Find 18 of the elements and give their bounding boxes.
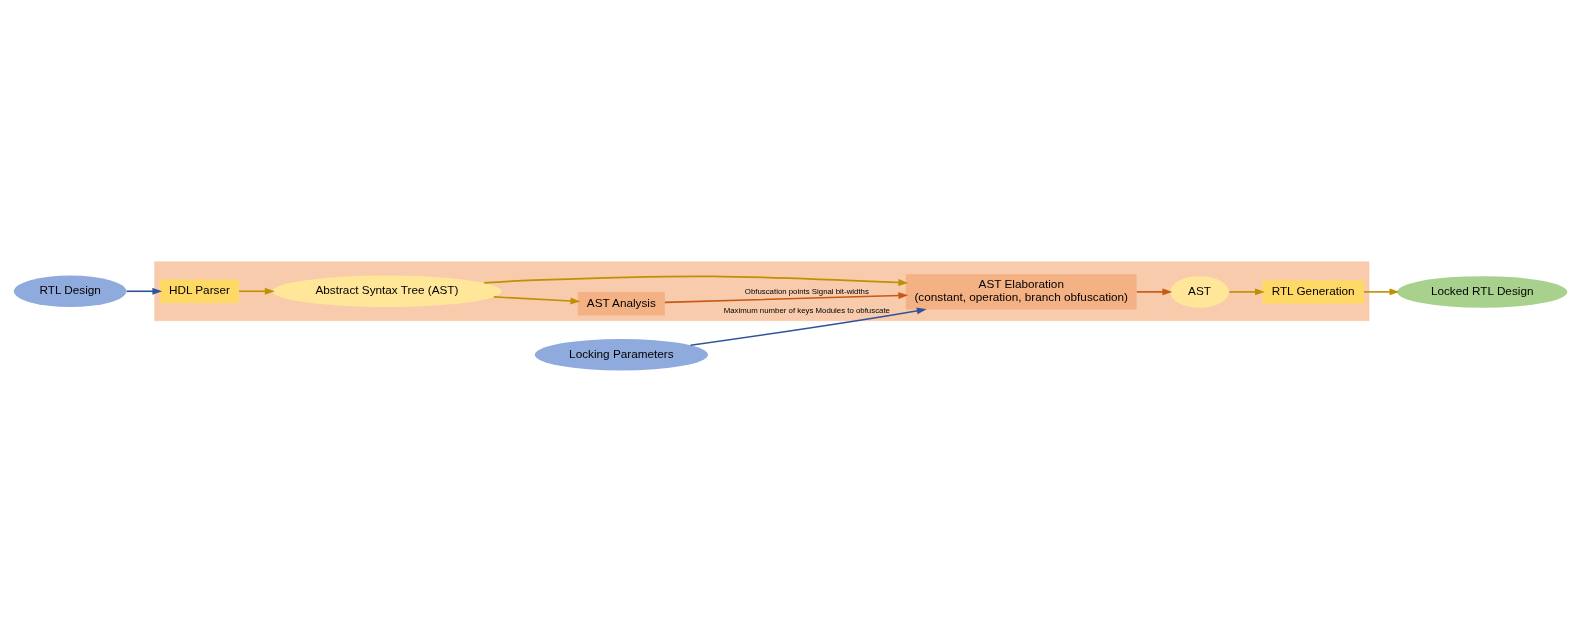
node-box: HDL Parser bbox=[159, 279, 239, 304]
arrow bbox=[689, 307, 927, 347]
arrow bbox=[125, 287, 163, 295]
node-box: AST Elaboration (constant, operation, branch obfuscation) bbox=[905, 274, 1137, 310]
arrow bbox=[483, 275, 909, 286]
arrow bbox=[1135, 288, 1173, 296]
arrow bbox=[238, 287, 275, 295]
arrow bbox=[493, 296, 581, 305]
node-box: RTL Generation bbox=[1262, 280, 1364, 304]
arrow bbox=[664, 292, 909, 304]
node-ellipse: Locked RTL Design bbox=[1397, 276, 1568, 308]
node-box: AST Analysis bbox=[577, 291, 665, 316]
node-ellipse: RTL Design bbox=[13, 275, 127, 307]
node-ellipse: Abstract Syntax Tree (AST) bbox=[272, 275, 502, 307]
node-ellipse: AST bbox=[1170, 276, 1229, 308]
arrow bbox=[1228, 288, 1265, 296]
node-ellipse: Locking Parameters bbox=[534, 338, 708, 371]
arrow bbox=[1363, 288, 1400, 296]
